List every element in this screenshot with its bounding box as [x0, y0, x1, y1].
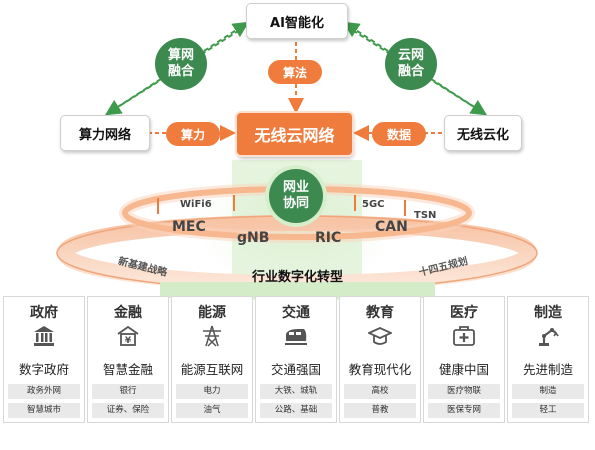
circle-line: 网业 — [282, 180, 309, 195]
tech-ric: RIC — [315, 230, 342, 246]
algorithm-pill: 算法 — [268, 60, 322, 84]
industry-tag: 大铁、城轨 — [260, 384, 332, 399]
tech-tsn: TSN — [414, 210, 437, 221]
industry-tag: 轻工 — [512, 403, 584, 418]
industry-energy[interactable]: 能源 能源互联网 电力 油气 — [171, 296, 253, 423]
svg-text:¥: ¥ — [125, 336, 132, 346]
cloud-network-fusion-circle: 云网 融合 — [385, 38, 437, 90]
industry-title: 先进制造 — [522, 362, 573, 377]
industry-tag: 公路、基础 — [260, 403, 332, 418]
tech-wifi6: WiFi6 — [180, 199, 212, 210]
industry-name: 金融 — [114, 305, 142, 321]
industry-name: 制造 — [534, 305, 562, 321]
compute-network-label: 算力网络 — [78, 127, 131, 143]
industry-tag: 制造 — [512, 384, 584, 399]
industry-tag: 高校 — [344, 384, 416, 399]
data-pill-label: 数据 — [386, 127, 411, 142]
wireless-cloud-node[interactable]: 无线云化 — [444, 115, 522, 151]
industry-name: 能源 — [198, 305, 226, 321]
industry-tag: 银行 — [92, 384, 164, 399]
circle-line: 融合 — [397, 64, 424, 79]
industry-tag: 智慧城市 — [8, 403, 80, 418]
wireless-cloud-network-core[interactable]: 无线云网络 — [237, 113, 352, 155]
tech-mec: MEC — [172, 219, 206, 235]
ai-node-label: AI智能化 — [270, 15, 324, 31]
industry-title: 数字政府 — [18, 362, 69, 377]
industry-title: 交通强国 — [270, 362, 321, 377]
industry-title: 能源互联网 — [180, 362, 244, 377]
robot-arm-icon — [539, 328, 559, 346]
industry-transport[interactable]: 交通 交通强国 大铁、城轨 公路、基础 — [255, 296, 337, 423]
tech-5gc: 5GC — [362, 199, 385, 210]
compute-pill-label: 算力 — [180, 127, 205, 142]
train-icon — [285, 329, 307, 345]
data-pill: 数据 — [372, 122, 426, 146]
industry-tag: 医疗物联 — [428, 384, 500, 399]
industry-finance[interactable]: 金融 ¥ 智慧金融 银行 证券、保险 — [87, 296, 169, 423]
industry-tag: 医保专网 — [428, 403, 500, 418]
power-tower-icon — [203, 325, 221, 347]
circle-line: 算网 — [167, 48, 194, 63]
industry-title: 智慧金融 — [102, 362, 153, 377]
industry-name: 医疗 — [450, 305, 478, 321]
industry-government[interactable]: 政府 数字政府 政务外网 智慧城市 — [3, 296, 85, 423]
circle-line: 协同 — [282, 196, 309, 211]
compute-network-fusion-circle: 算网 融合 — [155, 38, 207, 90]
industry-title: 教育现代化 — [348, 362, 412, 377]
arrow-left-to-top — [109, 21, 250, 113]
industry-title: 健康中国 — [438, 362, 489, 377]
circle-line: 云网 — [397, 48, 424, 63]
core-label: 无线云网络 — [254, 126, 335, 145]
algorithm-pill-label: 算法 — [282, 65, 307, 80]
industry-tag: 普教 — [344, 403, 416, 418]
government-icon — [34, 326, 54, 346]
compute-pill: 算力 — [166, 122, 220, 146]
digital-transformation-title: 行业数字化转型 — [251, 270, 343, 285]
industry-education[interactable]: 教育 教育现代化 高校 普教 — [339, 296, 421, 423]
industry-tag: 证券、保险 — [92, 403, 164, 418]
ai-node[interactable]: AI智能化 — [246, 3, 348, 39]
tech-gnb: gNB — [237, 230, 270, 246]
industries-row: 政府 数字政府 政务外网 智慧城市 金融 ¥ 智慧金融 银行 证券、保险 能源 … — [3, 296, 593, 423]
industry-tag: 油气 — [176, 403, 248, 418]
industry-manufacturing[interactable]: 制造 先进制造 制造 轻工 — [507, 296, 589, 423]
network-business-collab-circle: 网业 协同 — [269, 169, 323, 223]
industry-name: 教育 — [366, 305, 394, 321]
compute-network-node[interactable]: 算力网络 — [60, 115, 150, 151]
industry-name: 交通 — [282, 305, 310, 321]
circle-line: 融合 — [167, 64, 194, 79]
industry-tag: 政务外网 — [8, 384, 80, 399]
industry-name: 政府 — [30, 305, 58, 321]
industry-medical[interactable]: 医疗 健康中国 医疗物联 医保专网 — [423, 296, 505, 423]
industry-tag: 电力 — [176, 384, 248, 399]
graduation-cap-icon — [368, 327, 392, 345]
wireless-cloud-label: 无线云化 — [456, 127, 509, 143]
medical-kit-icon — [453, 326, 475, 346]
finance-icon: ¥ — [117, 325, 139, 346]
arrow-right-to-top — [342, 21, 483, 113]
beam-to-industries — [160, 282, 435, 298]
tech-can: CAN — [375, 219, 408, 235]
